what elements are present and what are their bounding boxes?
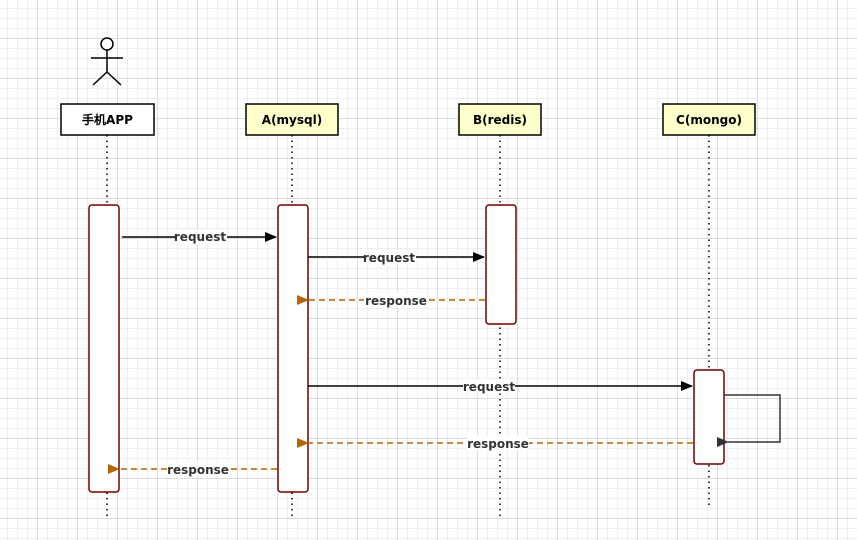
participant-mongo-box[interactable] (662, 103, 756, 136)
self-call-arrow[interactable] (717, 394, 781, 447)
message-label: request (463, 380, 515, 394)
message-label-bg (364, 250, 416, 264)
participant-redis-box[interactable] (458, 103, 542, 136)
message-label-bg (175, 230, 227, 244)
participant-mysql[interactable]: A(mysql) (245, 103, 339, 136)
message-mysql-to-redis-request[interactable]: request (308, 250, 485, 265)
participant-mysql-box[interactable] (245, 103, 339, 136)
lifelines (106, 135, 710, 518)
message-label: request (174, 230, 226, 244)
participant-app-box[interactable] (60, 103, 155, 136)
message-label-bg (167, 462, 229, 476)
activation-app[interactable] (88, 204, 120, 493)
message-redis-to-mysql-response[interactable]: response (297, 293, 485, 308)
stick-figure-icon (91, 37, 123, 86)
message-label: response (365, 294, 427, 308)
message-mysql-to-app-response[interactable]: response (108, 462, 277, 477)
participant-mysql-label: A(mysql) (262, 113, 322, 127)
participant-app[interactable]: 手机APP (60, 103, 155, 136)
activations (88, 204, 725, 493)
participant-app-label: 手机APP (82, 112, 133, 127)
message-label-bg (463, 379, 515, 393)
message-label-bg (364, 293, 426, 307)
activation-mongo[interactable] (693, 369, 725, 465)
participant-mongo-label: C(mongo) (676, 113, 742, 127)
participant-redis-label: B(redis) (473, 113, 527, 127)
activation-mysql[interactable] (277, 204, 309, 493)
message-label: request (363, 251, 415, 265)
message-mysql-to-mongo-request[interactable]: request (308, 379, 693, 394)
message-app-to-mysql-request[interactable]: request (122, 230, 277, 244)
activation-redis[interactable] (485, 204, 517, 325)
message-label: response (167, 463, 229, 477)
message-mongo-to-mysql-response[interactable]: response (297, 436, 693, 451)
participant-mongo[interactable]: C(mongo) (662, 103, 756, 136)
message-label-bg (467, 436, 529, 450)
message-label: response (467, 437, 529, 451)
participant-redis[interactable]: B(redis) (458, 103, 542, 136)
